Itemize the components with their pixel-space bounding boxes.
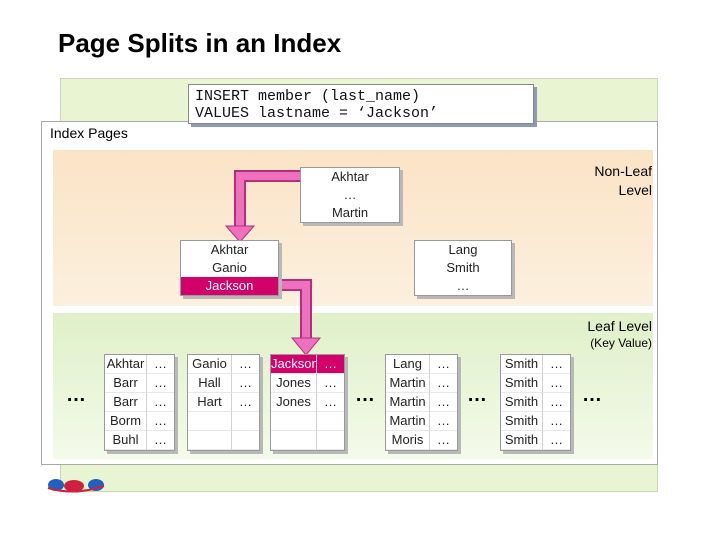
- leaf-key: [271, 431, 317, 450]
- non-leaf-label-line-2: Level: [618, 182, 652, 198]
- node-key: Martin: [331, 205, 369, 220]
- ellipsis-4: …: [582, 384, 602, 406]
- leaf-page: Akhtar…Barr…Barr…Borm…Buhl…: [104, 354, 175, 451]
- node-key: …: [456, 278, 470, 293]
- leaf-key: Smith: [501, 412, 543, 431]
- leaf-value: …: [317, 393, 344, 412]
- leaf-value: …: [430, 355, 457, 374]
- left-non-leaf-node: Akhtar Ganio Jackson: [180, 240, 279, 296]
- leaf-value: …: [430, 431, 457, 450]
- node-key: Smith: [446, 260, 480, 275]
- ellipsis-2: …: [355, 384, 375, 406]
- leaf-page: Lang…Martin…Martin…Martin…Moris…: [385, 354, 458, 451]
- leaf-key: Barr: [105, 374, 147, 393]
- leaf-level-label: Leaf Level: [587, 318, 652, 334]
- sql-line-1: INSERT member (last_name): [195, 88, 421, 105]
- root-node: Akhtar … Martin: [300, 167, 400, 223]
- node-key: Akhtar: [210, 242, 249, 257]
- index-pages-label: Index Pages: [50, 125, 128, 141]
- leaf-key: [188, 431, 232, 450]
- node-key-highlighted: Jackson: [181, 277, 278, 295]
- leaf-value: …: [232, 374, 259, 393]
- leaf-value: …: [543, 393, 570, 412]
- leaf-key: Smith: [501, 393, 543, 412]
- ellipsis-1: …: [66, 384, 86, 406]
- insert-statement-box: INSERT member (last_name) VALUES lastnam…: [188, 84, 534, 124]
- leaf-value: …: [430, 393, 457, 412]
- leaf-key: Jackson: [271, 355, 317, 374]
- leaf-value: …: [147, 374, 174, 393]
- leaf-key: Martin: [386, 412, 430, 431]
- arrow-left-to-leaf: [277, 279, 322, 356]
- leaf-key: Ganio: [188, 355, 232, 374]
- leaf-page: Ganio…Hall…Hart…: [187, 354, 260, 451]
- leaf-value: …: [147, 431, 174, 450]
- leaf-key: Hart: [188, 393, 232, 412]
- page-title: Page Splits in an Index: [58, 28, 342, 58]
- leaf-key: Barr: [105, 393, 147, 412]
- leaf-key: Borm: [105, 412, 147, 431]
- node-key: Lang: [448, 242, 478, 257]
- logo-icon: [47, 479, 105, 493]
- non-leaf-level-label: Non-Leaf Level: [532, 162, 652, 200]
- leaf-value: …: [430, 374, 457, 393]
- leaf-value: …: [430, 412, 457, 431]
- right-non-leaf-node: Lang Smith …: [414, 240, 512, 296]
- leaf-value: …: [232, 355, 259, 374]
- leaf-key: Hall: [188, 374, 232, 393]
- node-key: Akhtar: [331, 169, 369, 184]
- leaf-value: …: [543, 355, 570, 374]
- leaf-key: Lang: [386, 355, 430, 374]
- leaf-value: …: [543, 374, 570, 393]
- leaf-key: Smith: [501, 355, 543, 374]
- key-value-label: (Key Value): [590, 336, 652, 350]
- ellipsis-3: …: [467, 384, 487, 406]
- leaf-key: Smith: [501, 374, 543, 393]
- leaf-value: [317, 412, 344, 431]
- node-key: …: [343, 187, 357, 202]
- leaf-value: …: [317, 374, 344, 393]
- leaf-value: [232, 412, 259, 431]
- leaf-value: …: [147, 393, 174, 412]
- leaf-page: Smith…Smith…Smith…Smith…Smith…: [500, 354, 571, 451]
- leaf-page: Jackson…Jones…Jones…: [270, 354, 345, 451]
- arrow-root-to-left: [224, 170, 300, 243]
- leaf-value: …: [543, 431, 570, 450]
- leaf-key: [271, 412, 317, 431]
- leaf-key: Martin: [386, 393, 430, 412]
- leaf-key: Smith: [501, 431, 543, 450]
- leaf-value: …: [317, 355, 344, 374]
- leaf-key: Martin: [386, 374, 430, 393]
- leaf-value: …: [232, 393, 259, 412]
- leaf-key: Jones: [271, 374, 317, 393]
- leaf-key: Moris: [386, 431, 430, 450]
- leaf-value: [232, 431, 259, 450]
- leaf-key: Buhl: [105, 431, 147, 450]
- leaf-value: …: [543, 412, 570, 431]
- leaf-key: [188, 412, 232, 431]
- leaf-key: Akhtar: [105, 355, 147, 374]
- node-key: Ganio: [212, 260, 247, 275]
- leaf-key: Jones: [271, 393, 317, 412]
- leaf-value: [317, 431, 344, 450]
- leaf-value: …: [147, 355, 174, 374]
- sql-line-2: VALUES lastname = ‘Jackson’: [195, 105, 439, 122]
- leaf-value: …: [147, 412, 174, 431]
- non-leaf-label-line-1: Non-Leaf: [594, 163, 652, 179]
